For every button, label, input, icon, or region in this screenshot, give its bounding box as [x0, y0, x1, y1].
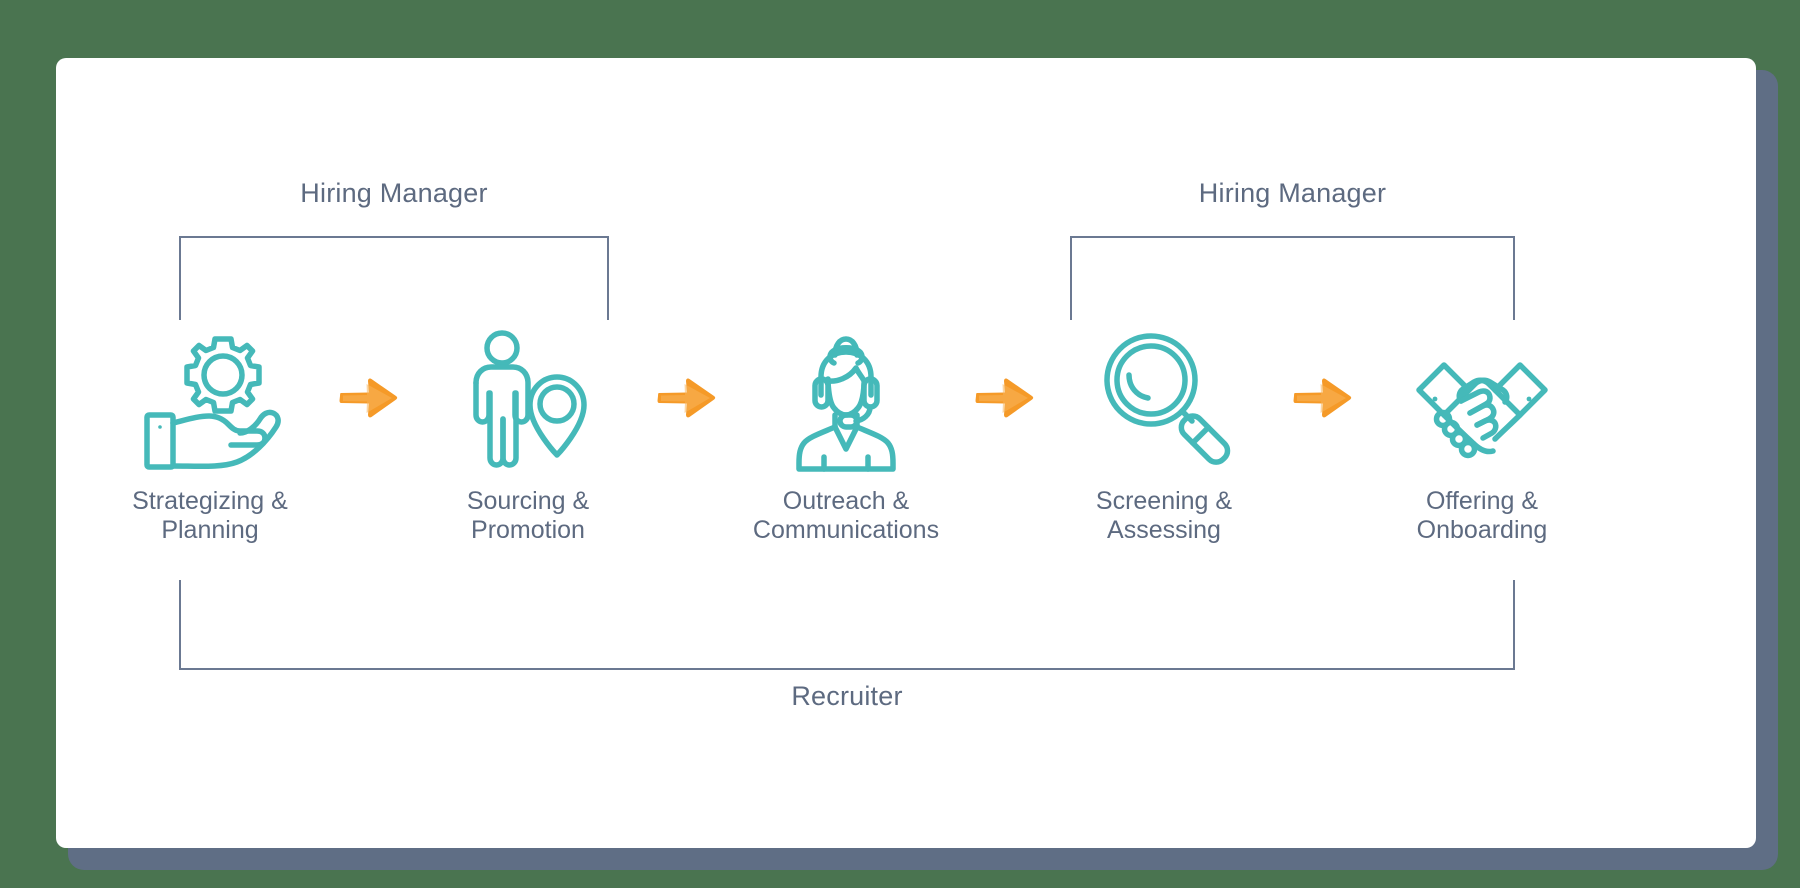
step-label: Outreach & Communications — [752, 487, 940, 544]
arrow-right-icon — [1288, 323, 1358, 473]
bracket-label-hiring-manager-left: Hiring Manager — [300, 178, 488, 208]
step-label: Offering & Onboarding — [1416, 487, 1548, 544]
arrow-right-icon — [970, 323, 1040, 473]
process-step-offering-onboarding[interactable]: Offering & Onboarding — [1388, 323, 1576, 545]
bracket-label-recruiter: Recruiter — [791, 681, 903, 711]
step-label: Screening & Assessing — [1095, 487, 1233, 544]
process-step-sourcing-promotion[interactable]: Sourcing & Promotion — [434, 323, 622, 545]
process-step-outreach-communications[interactable]: Outreach & Communications — [752, 323, 940, 545]
process-step-strategizing-planning[interactable]: Strategizing & Planning — [116, 323, 304, 545]
bracket-hiring-manager-right — [1070, 236, 1515, 320]
handshake-icon — [1407, 323, 1557, 473]
headset-agent-icon — [771, 323, 921, 473]
hand-holding-gear-icon — [135, 323, 285, 473]
arrow-right-icon — [334, 323, 404, 473]
step-label: Strategizing & Planning — [132, 487, 288, 544]
process-steps: Strategizing & Planning — [116, 323, 1576, 573]
bracket-label-hiring-manager-right: Hiring Manager — [1198, 178, 1387, 208]
magnifying-glass-icon — [1089, 323, 1239, 473]
bracket-hiring-manager-left — [179, 236, 609, 320]
step-label: Sourcing & Promotion — [466, 487, 590, 544]
bracket-recruiter — [179, 580, 1515, 670]
arrow-right-icon — [652, 323, 722, 473]
process-step-screening-assessing[interactable]: Screening & Assessing — [1070, 323, 1258, 545]
person-location-pin-icon — [453, 323, 603, 473]
process-diagram-card: Hiring Manager Hiring Manager Recruiter — [56, 58, 1756, 848]
